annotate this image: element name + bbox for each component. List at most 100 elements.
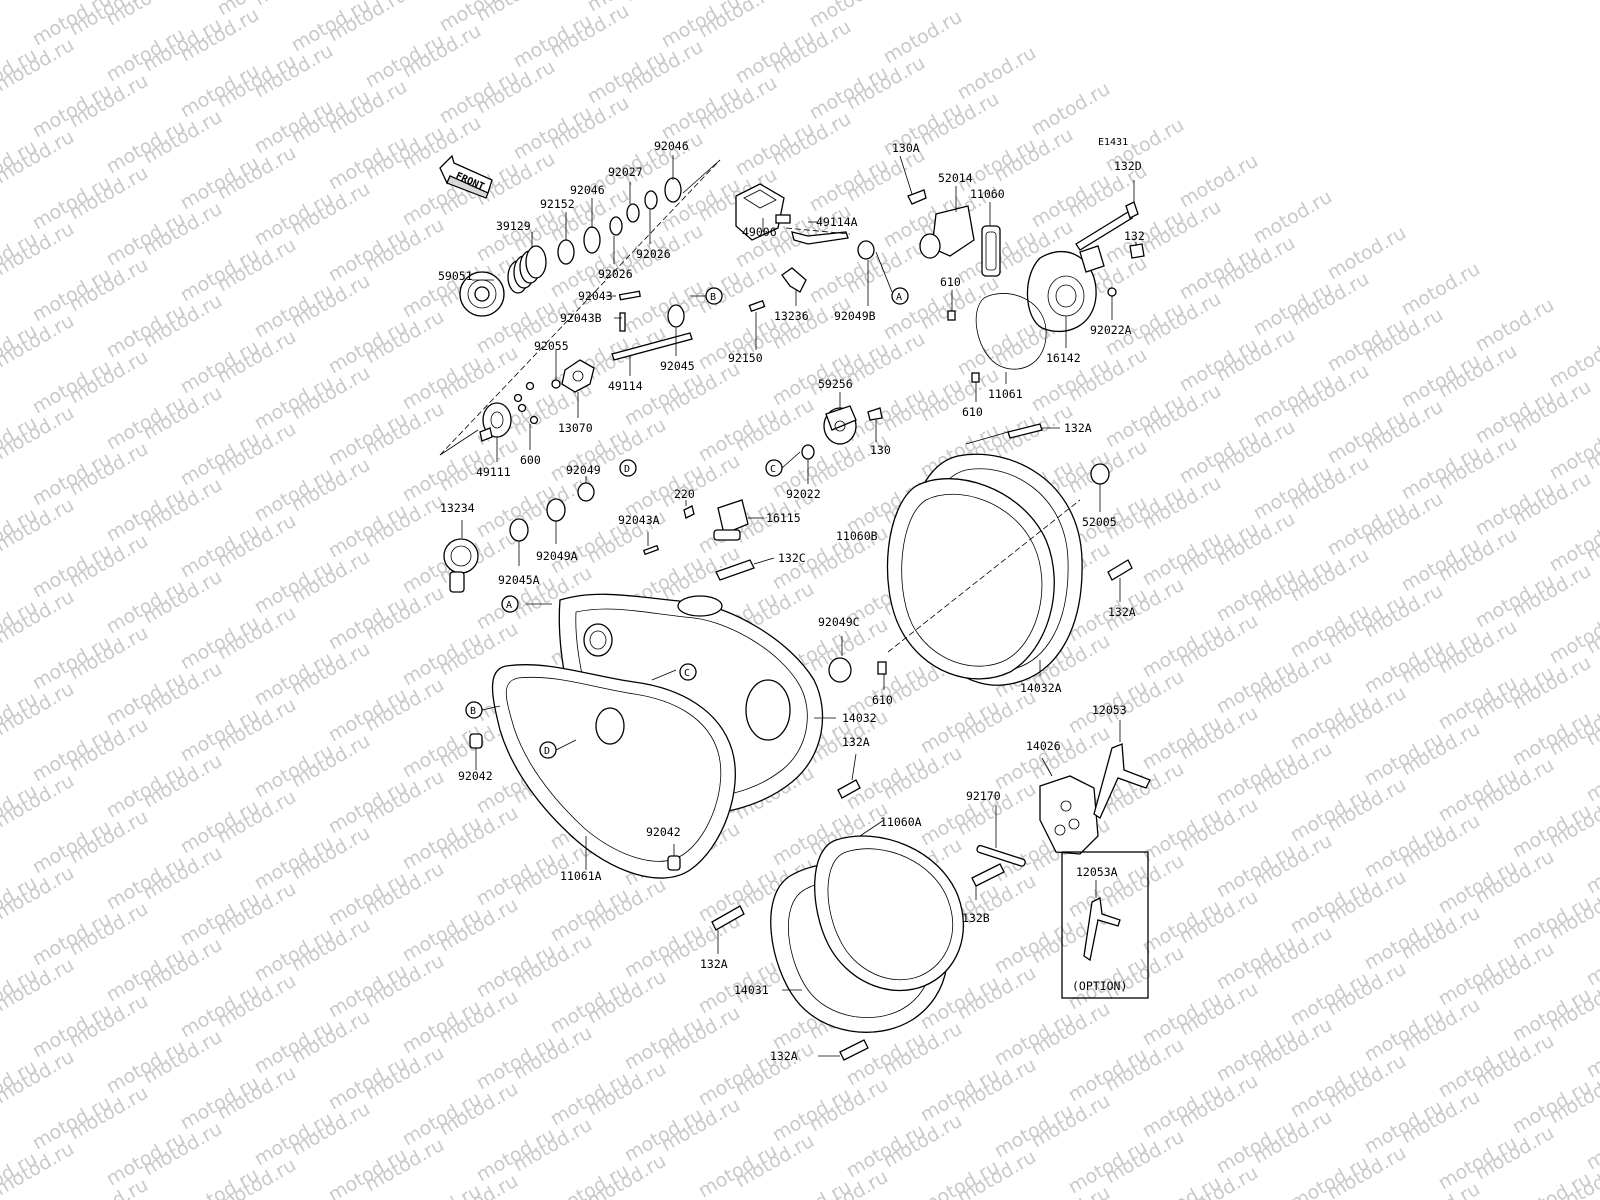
- label-92045A: 92045A: [498, 573, 540, 587]
- impeller-13070: [561, 359, 595, 393]
- lever-13236: [781, 267, 807, 293]
- watermark-text: motod.ru: [0, 1102, 4, 1165]
- bolt-132D: [1075, 211, 1133, 251]
- watermark-text: motod.ru: [1583, 744, 1600, 807]
- label-132Ad: 132A: [700, 957, 728, 971]
- watermark-text: motod.ru: [0, 550, 4, 613]
- watermark-text: motod.ru: [1398, 258, 1484, 321]
- gasket-11060B: [886, 478, 1055, 680]
- label-11061: 11061: [988, 387, 1023, 401]
- lever-assembly: [735, 183, 875, 313]
- watermark-text: motod.ru: [0, 1010, 4, 1073]
- label-14032: 14032: [842, 711, 877, 725]
- label-92026a: 92026: [598, 267, 633, 281]
- pin-92043: [618, 290, 641, 301]
- label-92046b: 92046: [570, 183, 605, 197]
- option-label: (OPTION): [1072, 979, 1127, 993]
- dowel-610b: [971, 372, 980, 383]
- spring-92170: [976, 844, 1026, 867]
- watermark-text: motod.ru: [1583, 928, 1600, 991]
- leader-lines: [461, 155, 1137, 1057]
- spring-39129: [507, 245, 547, 294]
- bracket-14026: [1039, 775, 1099, 855]
- bearing-92046b: [664, 177, 682, 203]
- ref-markers: B A D C A B C D: [465, 287, 909, 759]
- watermark-text: motod.ru: [880, 6, 966, 69]
- label-600: 600: [520, 453, 541, 467]
- seal-92049B: [857, 240, 875, 260]
- gasket-11060A: [814, 835, 965, 992]
- label-49114A: 49114A: [816, 215, 858, 229]
- bolt-132Ad: [711, 905, 745, 931]
- ref-a-bottom: A: [506, 600, 512, 611]
- label-132Aa: 132A: [1064, 421, 1092, 435]
- label-12053A: 12053A: [1076, 865, 1118, 879]
- bearing-92046: [583, 226, 601, 254]
- label-92049C: 92049C: [818, 615, 860, 629]
- label-11060A: 11060A: [880, 815, 922, 829]
- dowel-610c: [877, 661, 887, 675]
- label-92049: 92049: [566, 463, 601, 477]
- bolt-220: [683, 505, 695, 519]
- label-11060B: 11060B: [836, 529, 878, 543]
- watermark-text: motod.ru: [621, 0, 707, 6]
- watermark-text: motod.ru: [954, 42, 1040, 105]
- bolt-132C: [715, 559, 755, 581]
- figure-code: E1431: [1098, 137, 1128, 148]
- bolt-132Ab: [1107, 559, 1133, 581]
- label-132B: 132B: [962, 911, 990, 925]
- label-39129: 39129: [496, 219, 531, 233]
- label-59256: 59256: [818, 377, 853, 391]
- label-132: 132: [1124, 229, 1145, 243]
- label-49006: 49006: [742, 225, 777, 239]
- watermark-text: motod.ru: [399, 1180, 485, 1200]
- option-box: (OPTION): [1061, 851, 1149, 999]
- label-14031: 14031: [734, 983, 769, 997]
- label-132Ac: 132A: [842, 735, 870, 749]
- label-130A: 130A: [892, 141, 920, 155]
- front-arrow: FRONT: [439, 154, 493, 199]
- watermark-text: motod.ru: [0, 458, 4, 521]
- dowel-610a: [947, 310, 956, 321]
- watermark-text: motod.ru: [1472, 294, 1558, 357]
- label-12053: 12053: [1092, 703, 1127, 717]
- label-220: 220: [674, 487, 695, 501]
- watermark-text: motod.ru: [0, 274, 4, 337]
- label-610c: 610: [872, 693, 893, 707]
- label-92045a: 92045: [660, 359, 695, 373]
- seal-52005: [1090, 463, 1110, 485]
- label-11061A: 11061A: [560, 869, 602, 883]
- label-92043A: 92043A: [618, 513, 660, 527]
- watermark-text: motod.ru: [0, 734, 4, 797]
- label-92049A: 92049A: [536, 549, 578, 563]
- ref-d-bottom: D: [544, 746, 550, 757]
- label-52014: 52014: [938, 171, 973, 185]
- shaft-49114: [611, 332, 693, 361]
- watermark-text: motod.ru: [1250, 186, 1336, 249]
- label-92150: 92150: [728, 351, 763, 365]
- label-92055: 92055: [534, 339, 569, 353]
- label-92152: 92152: [540, 197, 575, 211]
- label-92046a: 92046: [654, 139, 689, 153]
- ref-c-top: C: [770, 464, 776, 475]
- label-92027: 92027: [608, 165, 643, 179]
- water-pump-cover: [907, 189, 1145, 383]
- gasket-11061A: [491, 664, 736, 879]
- label-13236: 13236: [774, 309, 809, 323]
- bolt-132Ac: [837, 779, 861, 799]
- ring-92055: [551, 379, 561, 389]
- bearing-92049A: [546, 498, 566, 522]
- dowel-92042b: [667, 855, 681, 871]
- label-92049B: 92049B: [834, 309, 876, 323]
- gear-13234: [443, 538, 479, 593]
- label-92042a: 92042: [458, 769, 493, 783]
- watermark-text: motod.ru: [1287, 1152, 1373, 1200]
- label-92170: 92170: [966, 789, 1001, 803]
- washer-92026b: [644, 190, 658, 210]
- watermark-text: motod.ru: [0, 918, 4, 981]
- label-92022: 92022: [786, 487, 821, 501]
- bolt-130A: [907, 189, 927, 205]
- ref-c-bottom: C: [684, 668, 690, 679]
